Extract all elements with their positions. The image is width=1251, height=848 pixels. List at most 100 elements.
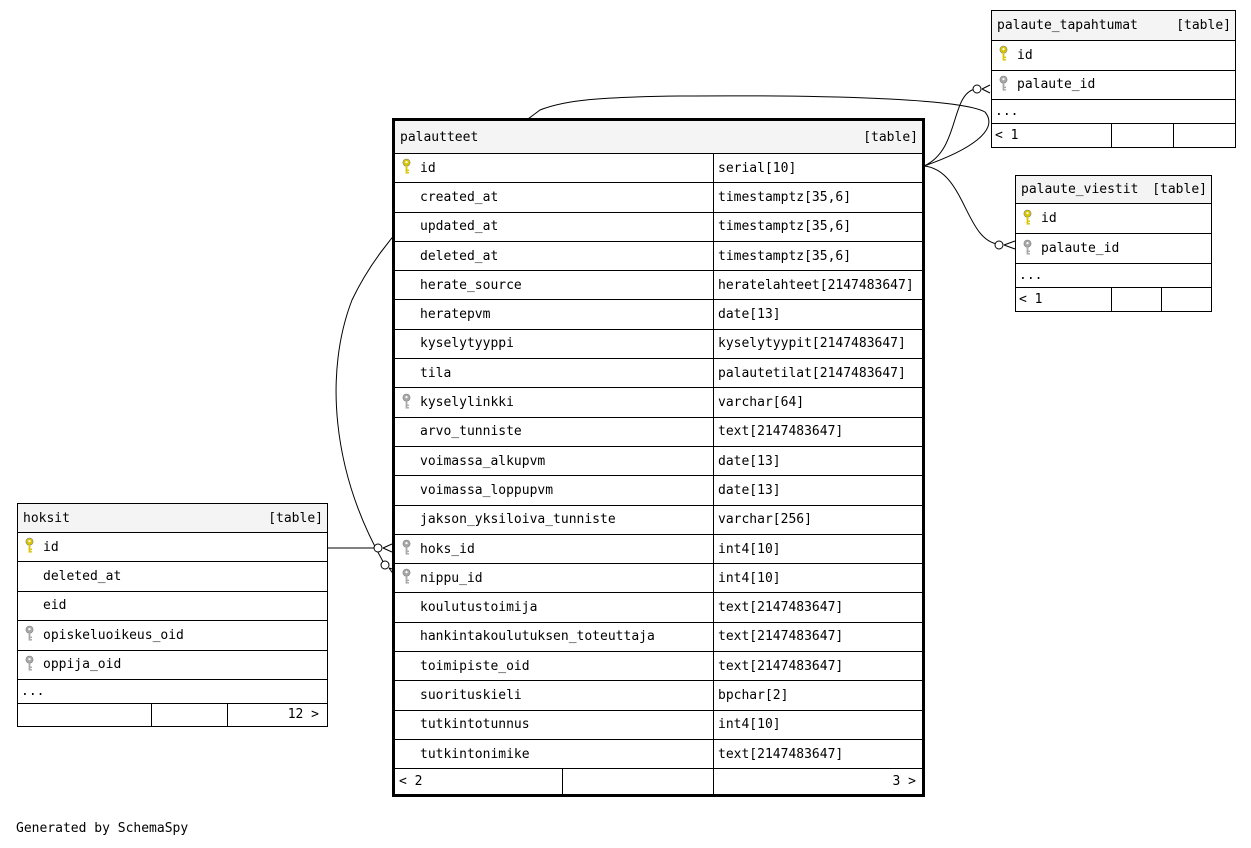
column-name: id (1016, 209, 1211, 227)
edge-end-marker (373, 543, 383, 553)
parents-count[interactable]: < 2 (399, 774, 423, 790)
column-row[interactable]: opiskeluoikeus_oid (18, 621, 327, 651)
children-count[interactable] (1161, 288, 1211, 311)
column-row[interactable]: id (18, 533, 327, 563)
column-name: hoks_id (395, 539, 713, 557)
column-name: opiskeluoikeus_oid (18, 626, 327, 643)
column-name: palaute_id (992, 75, 1235, 92)
primary-key-icon (1023, 209, 1032, 227)
column-name: oppija_oid (18, 655, 327, 672)
column-name: voimassa_alkupvm (395, 454, 713, 469)
column-name: updated_at (395, 219, 713, 234)
column-name-text: kyselylinkki (420, 395, 514, 411)
parents-count[interactable]: < 1 (995, 128, 1019, 143)
column-name-text: id (43, 539, 59, 555)
primary-key-icon (999, 45, 1008, 63)
parents-count[interactable] (18, 704, 151, 726)
column-name-text: created_at (420, 189, 499, 205)
column-type: palautetilat[2147483647] (713, 359, 922, 388)
edge-end-marker (972, 84, 982, 94)
foreign-key-icon (402, 568, 411, 586)
table-kind: [table] (863, 129, 918, 145)
column-name-text: voimassa_loppupvm (420, 482, 554, 498)
column-name: eid (18, 598, 327, 613)
column-name-text: palaute_id (1041, 241, 1120, 256)
column-name: kyselylinkki (395, 393, 713, 411)
children-count[interactable]: 12 > (227, 703, 327, 726)
edge-palautteet-self-nippu-id (335, 95, 990, 566)
column-list: id palaute_id (1016, 204, 1211, 264)
children-count[interactable]: 3 > (713, 769, 922, 795)
table-kind: [table] (1176, 18, 1231, 33)
column-type: serial[10] (713, 154, 922, 183)
column-name: created_at (395, 190, 713, 205)
column-name: deleted_at (18, 569, 327, 584)
column-type: text[2147483647] (713, 622, 922, 652)
column-row[interactable]: tila palautetilat[2147483647] (395, 359, 922, 389)
column-type: int4[10] (713, 534, 922, 564)
column-row[interactable]: palaute_id (1016, 234, 1211, 264)
primary-key-icon (25, 537, 34, 555)
children-count[interactable] (1173, 124, 1235, 147)
column-type: date[13] (713, 300, 922, 329)
column-name-text: koulutustoimija (420, 600, 538, 616)
edge-palautteet-to-palaute-tapahtumat (923, 88, 976, 167)
foreign-key-icon (402, 539, 411, 557)
column-type: timestamptz[35,6] (713, 183, 922, 212)
column-name-text: deleted_at (420, 248, 499, 264)
column-row[interactable]: id (1016, 204, 1211, 234)
column-name: suorituskieli (395, 688, 713, 703)
column-type: timestamptz[35,6] (713, 241, 922, 271)
column-name: heratepvm (395, 307, 713, 322)
column-type: int4[10] (713, 710, 922, 739)
column-name-text: tila (420, 365, 452, 381)
column-name-text: updated_at (420, 219, 499, 235)
table-header: palaute_tapahtumat [table] (992, 11, 1235, 41)
column-type: varchar[256] (713, 505, 922, 534)
column-row[interactable]: palaute_id (992, 71, 1235, 100)
more-columns: ... (992, 100, 1235, 124)
column-row[interactable]: id (992, 41, 1235, 71)
parents-count[interactable]: < 1 (1019, 292, 1043, 307)
column-row[interactable]: deleted_at (18, 562, 327, 592)
more-columns: ... (1016, 264, 1211, 288)
column-type: date[13] (713, 476, 922, 505)
column-name-text: toimipiste_oid (420, 658, 530, 674)
column-row[interactable]: voimassa_loppupvm date[13] (395, 476, 922, 506)
column-name: koulutustoimija (395, 600, 713, 615)
column-row[interactable]: deleted_at timestamptz[35,6] (395, 241, 922, 272)
column-name: arvo_tunniste (395, 424, 713, 439)
table-name: palaute_viestit (1021, 182, 1139, 197)
table-name: palaute_tapahtumat (997, 18, 1138, 33)
column-name: deleted_at (395, 249, 713, 264)
column-row[interactable]: oppija_oid (18, 651, 327, 680)
column-name-text: id (1017, 47, 1033, 63)
column-row[interactable]: created_at timestamptz[35,6] (395, 183, 922, 213)
foreign-key-icon (402, 393, 411, 411)
column-row[interactable]: eid (18, 592, 327, 622)
column-name: id (992, 45, 1235, 63)
